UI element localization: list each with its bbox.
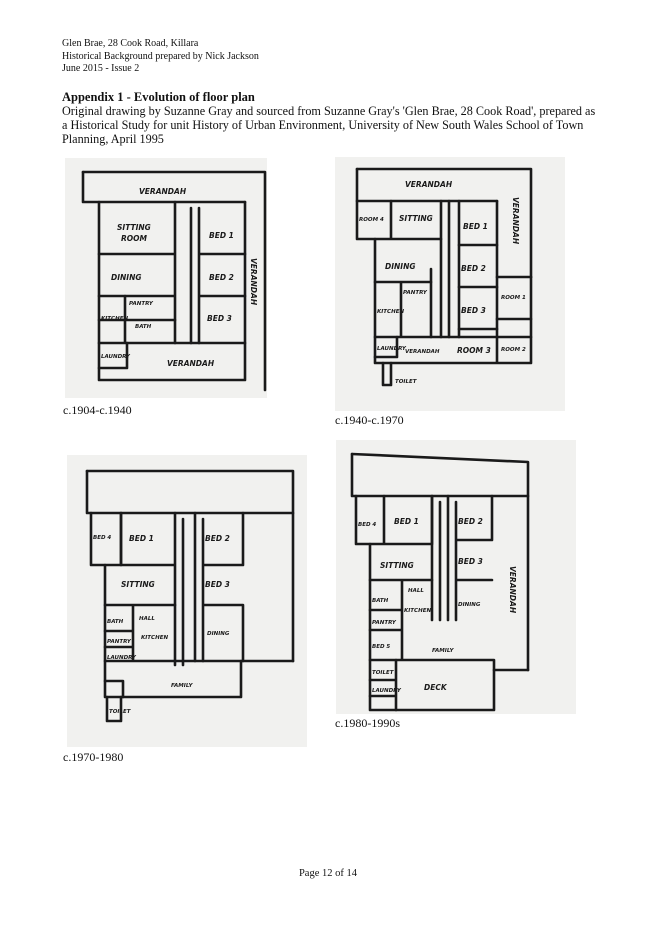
label-laundry: LAUNDRY (377, 346, 407, 352)
label-room2: ROOM 2 (501, 347, 526, 353)
label-verandah-side: VERANDAH (249, 258, 258, 306)
label-hall: HALL (139, 616, 155, 622)
label-bed1: BED 1 (209, 231, 234, 240)
label-bed2: BED 2 (209, 273, 234, 282)
label-verandah-bottom: VERANDAH (405, 349, 440, 355)
label-verandah-top: VERANDAH (139, 187, 187, 196)
header-line-3: June 2015 - Issue 2 (62, 63, 140, 74)
label-laundry: LAUNDRY (107, 655, 137, 661)
label-bed4: BED 4 (358, 522, 376, 528)
label-bed3: BED 3 (207, 314, 232, 323)
label-dining: DINING (207, 631, 230, 637)
label-room4: ROOM 4 (359, 217, 384, 223)
label-bath: BATH (107, 619, 124, 625)
label-bed4: BED 4 (93, 535, 111, 541)
label-verandah-bottom: VERANDAH (167, 359, 215, 368)
label-bed2: BED 2 (205, 534, 230, 543)
label-kitchen: KITCHEN (404, 608, 431, 614)
label-kitchen: KITCHEN (377, 309, 404, 315)
floor-plan-drawing: BED 4 BED 1 BED 2 SITTING BED 3 BATH HAL… (85, 469, 295, 723)
label-verandah-top: VERANDAH (405, 180, 453, 189)
floor-plan-drawing: VERANDAH ROOM 4 SITTING BED 1 VERANDAH D… (355, 167, 533, 387)
caption-plan-4: c.1980-1990s (335, 716, 400, 730)
label-bed5: BED 5 (372, 644, 390, 650)
floor-plan-drawing: BED 4 BED 1 BED 2 SITTING BED 3 HALL BAT… (350, 452, 530, 712)
caption-plan-3: c.1970-1980 (63, 750, 124, 764)
label-pantry: PANTRY (129, 301, 154, 307)
floor-plan-1904-1940: VERANDAH SITTING ROOM BED 1 DINING BED 2… (65, 158, 267, 398)
floor-plan-1940-1970: VERANDAH ROOM 4 SITTING BED 1 VERANDAH D… (335, 157, 565, 411)
floor-plan-drawing: VERANDAH SITTING ROOM BED 1 DINING BED 2… (81, 170, 267, 392)
label-dining: DINING (385, 262, 416, 271)
label-hall: HALL (408, 588, 424, 594)
intro-paragraph: Original drawing by Suzanne Gray and sou… (62, 104, 596, 146)
label-room: ROOM (121, 234, 148, 243)
header-line-2: Historical Background prepared by Nick J… (62, 50, 259, 62)
caption-plan-2: c.1940-c.1970 (335, 413, 404, 427)
label-toilet: TOILET (109, 709, 132, 715)
label-room1: ROOM 1 (501, 295, 526, 301)
floor-plan-1970-1980: BED 4 BED 1 BED 2 SITTING BED 3 BATH HAL… (67, 455, 307, 747)
label-verandah-side: VERANDAH (511, 197, 520, 245)
label-bed1: BED 1 (394, 517, 419, 526)
label-sitting: SITTING (380, 561, 414, 570)
label-family: FAMILY (171, 683, 193, 689)
label-bed2: BED 2 (461, 264, 486, 273)
header-line-1: Glen Brae, 28 Cook Road, Killara (62, 38, 199, 49)
label-sitting: SITTING (399, 214, 433, 223)
floor-plan-1980-1990s: BED 4 BED 1 BED 2 SITTING BED 3 HALL BAT… (336, 440, 576, 714)
label-bed1: BED 1 (463, 222, 488, 231)
label-bed2: BED 2 (458, 517, 483, 526)
label-verandah-side: VERANDAH (508, 566, 517, 614)
label-pantry: PANTRY (107, 639, 132, 645)
label-pantry: PANTRY (403, 290, 428, 296)
label-bath: BATH (135, 324, 152, 330)
label-deck: DECK (424, 683, 448, 692)
label-sitting: SITTING (121, 580, 155, 589)
label-bath: BATH (372, 598, 389, 604)
label-pantry: PANTRY (372, 620, 397, 626)
running-header: Glen Brae, 28 Cook Road, Killara Histori… (62, 38, 259, 76)
label-dining: DINING (111, 273, 142, 282)
label-bed3: BED 3 (461, 306, 486, 315)
label-kitchen: KITCHEN (141, 635, 168, 641)
label-bed1: BED 1 (129, 534, 154, 543)
label-laundry: LAUNDRY (372, 688, 402, 694)
label-dining: DINING (458, 602, 481, 608)
label-family: FAMILY (432, 648, 454, 654)
label-toilet: TOILET (372, 670, 395, 676)
page-number: Page 12 of 14 (298, 868, 358, 879)
label-room3: ROOM 3 (457, 346, 491, 355)
label-toilet: TOILET (395, 379, 418, 385)
appendix-title: Appendix 1 - Evolution of floor plan (62, 90, 255, 104)
label-kitchen: KITCHEN (101, 316, 128, 322)
label-laundry: LAUNDRY (101, 354, 131, 360)
label-bed3: BED 3 (458, 557, 483, 566)
caption-plan-1: c.1904-c.1940 (63, 403, 132, 417)
label-bed3: BED 3 (205, 580, 230, 589)
label-sitting: SITTING (117, 223, 151, 232)
